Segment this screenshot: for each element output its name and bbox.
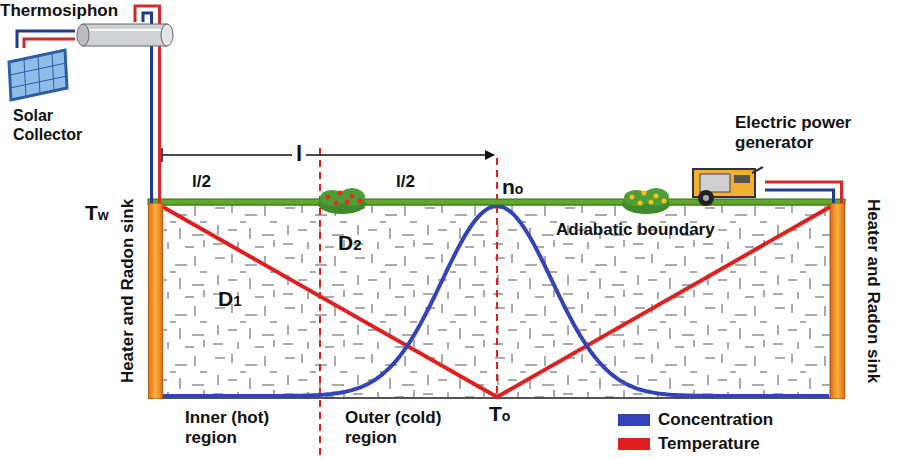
peak-concentration: no	[502, 176, 523, 200]
ground-surface	[148, 199, 845, 205]
midplane-line	[496, 158, 498, 398]
node-label: Heater and Radon sink	[118, 191, 138, 391]
drawing-part	[338, 191, 343, 196]
diffusivity-label: D2	[338, 232, 362, 256]
drawing-part	[339, 188, 365, 206]
drawing-part	[148, 203, 163, 399]
node-label: Thermosiphon	[0, 1, 118, 21]
legend-text: Temperature	[658, 434, 760, 454]
half-length: l/2	[192, 172, 211, 192]
half-length: l/2	[396, 172, 415, 192]
pipe	[17, 31, 75, 48]
thermosiphon-tank-shape	[75, 22, 175, 48]
drawing-part	[662, 199, 667, 204]
pipe	[765, 182, 842, 203]
drawing-part	[698, 190, 714, 206]
drawing-part	[654, 194, 659, 199]
drawing-part	[350, 194, 355, 199]
drawing-part	[638, 201, 643, 206]
pipe-line	[17, 31, 75, 48]
boundary-label: Adiabatic boundary	[556, 220, 715, 240]
drawing-part	[700, 174, 730, 192]
region-label: Outer (cold) region	[345, 408, 485, 448]
legend-swatch	[618, 438, 650, 450]
power-generator: Electric power generator	[690, 165, 765, 207]
solar-collector-shape	[5, 48, 70, 103]
drawing-part	[703, 195, 709, 201]
bush	[622, 188, 670, 214]
wall-temperature: Tw	[85, 202, 109, 226]
drawing-part	[83, 24, 167, 46]
diffusivity-label: D1	[218, 288, 242, 312]
region-divider	[319, 148, 321, 459]
thermosiphon-tank: Thermosiphon	[75, 22, 175, 48]
legend-text: Concentration	[658, 410, 773, 430]
length-arrow	[162, 154, 494, 156]
drawing-part	[161, 24, 173, 46]
drawing-part	[345, 200, 350, 205]
drawing-part	[649, 200, 654, 205]
length-tick	[161, 148, 163, 162]
bush	[318, 188, 366, 214]
drawing-part	[642, 191, 647, 196]
drawing-part	[77, 24, 89, 46]
heater-wall-shape	[830, 203, 845, 399]
drawing-part	[334, 201, 339, 206]
node-label: Heater and Radon sink	[863, 191, 883, 391]
region-label: Inner (hot) region	[185, 408, 310, 448]
concentration-profile	[163, 206, 829, 396]
drawing-part	[358, 199, 363, 204]
pipe-line	[765, 182, 842, 203]
pipe-line	[765, 190, 834, 203]
power-generator-shape	[690, 165, 765, 207]
node-label: Solar Collector	[13, 106, 93, 144]
pipe-line	[24, 39, 75, 48]
drawing-part	[89, 29, 161, 31]
drawing-part	[9, 50, 67, 100]
heater-wall: Heater and Radon sink	[830, 203, 845, 399]
drawing-part	[630, 195, 635, 200]
length-label: l	[292, 140, 306, 168]
legend-swatch	[618, 414, 650, 426]
drawing-part	[326, 195, 331, 200]
drawing-part	[752, 167, 763, 173]
temperature-profile	[163, 207, 830, 397]
node-label: Electric power generator	[735, 113, 875, 153]
drawing-part	[734, 175, 750, 183]
drawing-part	[830, 203, 845, 399]
solar-collector: Solar Collector	[5, 48, 70, 103]
drawing-part	[643, 188, 669, 206]
heater-wall-shape	[148, 203, 163, 399]
outer-temperature: To	[489, 403, 510, 427]
drawing-part	[10, 53, 67, 97]
heater-wall: Heater and Radon sink	[148, 203, 163, 399]
